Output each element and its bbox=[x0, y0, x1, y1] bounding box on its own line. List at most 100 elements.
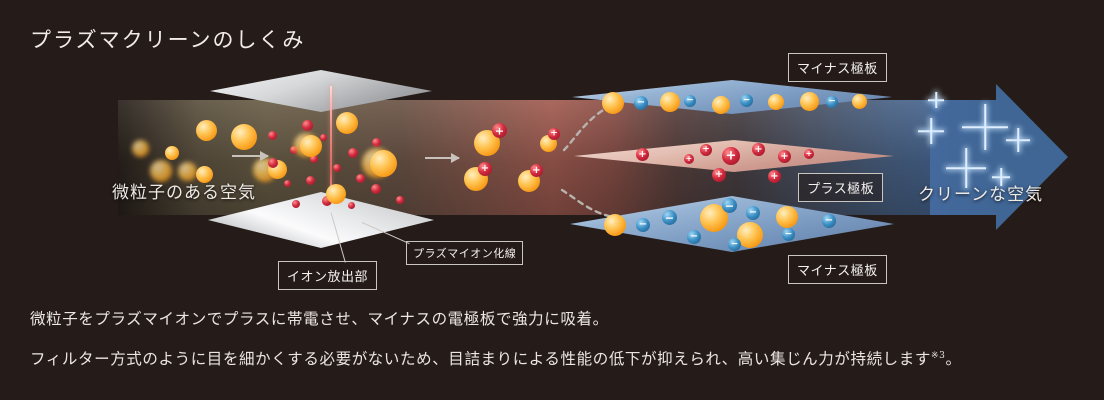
positive-ion: + bbox=[768, 170, 781, 183]
plasma-ion bbox=[322, 196, 332, 206]
caption-line-1: 微粒子をプラズマイオンでプラスに帯電させ、マイナスの電極板で強力に吸着。 bbox=[30, 310, 609, 328]
minus-sign: − bbox=[730, 239, 739, 249]
label-minus-plate-top: マイナス極板 bbox=[788, 53, 887, 82]
plasma-ion bbox=[284, 180, 291, 187]
electrode-plate-minus-top bbox=[572, 80, 892, 114]
particle bbox=[196, 120, 217, 141]
positive-ion: + bbox=[636, 148, 649, 161]
caption-line-2-end: 。 bbox=[945, 350, 962, 368]
minus-sign: − bbox=[784, 229, 793, 239]
positive-ion: + bbox=[478, 162, 492, 176]
outlet-air-label: クリーンな空気 bbox=[918, 185, 1044, 205]
plasma-ion bbox=[371, 184, 381, 194]
negative-ion: − bbox=[782, 228, 795, 241]
positive-ion: + bbox=[684, 154, 694, 164]
plasma-ion bbox=[290, 146, 298, 154]
minus-sign: − bbox=[664, 211, 675, 224]
flow-guide-curves bbox=[560, 100, 622, 220]
plasma-ion bbox=[310, 155, 318, 163]
particle bbox=[326, 184, 346, 204]
minus-sign: − bbox=[689, 231, 699, 242]
positive-ion: + bbox=[752, 143, 765, 156]
positive-ion: + bbox=[548, 128, 560, 140]
plasma-ion bbox=[320, 134, 327, 141]
captured-particle bbox=[604, 214, 626, 236]
particle bbox=[132, 140, 149, 157]
positive-ion: + bbox=[804, 149, 814, 159]
caption-line-2-main: フィルター方式のように目を細かくする必要がないため、目詰まりによる性能の低下が抑… bbox=[30, 350, 931, 368]
airflow-arrow bbox=[232, 155, 268, 157]
negative-ion: − bbox=[740, 94, 753, 107]
plasma-ion bbox=[372, 138, 381, 147]
label-minus-plate-bottom: マイナス極板 bbox=[788, 255, 887, 284]
plus-sign: + bbox=[494, 124, 505, 137]
captured-particle bbox=[776, 206, 798, 228]
minus-sign: − bbox=[724, 199, 735, 212]
negative-ion: − bbox=[822, 214, 836, 228]
particle bbox=[336, 112, 358, 134]
captured-particle bbox=[800, 92, 819, 111]
plasma-ion bbox=[306, 176, 315, 185]
inlet-air-label: 微粒子のある空気 bbox=[112, 183, 256, 203]
positive-ion: + bbox=[712, 168, 726, 182]
negative-ion: − bbox=[662, 210, 677, 225]
particle bbox=[300, 135, 322, 157]
negative-ion: − bbox=[684, 95, 696, 107]
negative-ion: − bbox=[722, 198, 737, 213]
captured-particle bbox=[737, 222, 763, 248]
plasma-ion bbox=[333, 164, 341, 172]
label-plus-plate: プラス極板 bbox=[798, 173, 884, 202]
ion-emitter-plate-top bbox=[210, 70, 432, 112]
page-title: プラズマクリーンのしくみ bbox=[30, 28, 306, 52]
minus-sign: − bbox=[742, 95, 751, 105]
plus-sign: + bbox=[714, 169, 724, 180]
minus-sign: − bbox=[636, 97, 646, 108]
plus-sign: + bbox=[725, 148, 737, 164]
plus-sign: + bbox=[685, 154, 693, 163]
plasma-ion bbox=[268, 158, 278, 168]
plus-sign: + bbox=[702, 144, 710, 155]
captured-particle bbox=[768, 94, 784, 110]
plus-sign: + bbox=[532, 164, 541, 176]
positive-ion: + bbox=[492, 123, 507, 138]
negative-ion: − bbox=[634, 96, 648, 110]
captured-particle bbox=[660, 92, 680, 112]
particle bbox=[178, 162, 197, 181]
captured-particle bbox=[712, 96, 730, 114]
captured-particle bbox=[852, 94, 867, 109]
captured-particle bbox=[602, 92, 624, 114]
plus-sign: + bbox=[638, 148, 647, 160]
caption-line-2: フィルター方式のように目を細かくする必要がないため、目詰まりによる性能の低下が抑… bbox=[30, 347, 962, 369]
plus-sign: + bbox=[480, 163, 490, 174]
negative-ion: − bbox=[826, 96, 838, 108]
footnote-marker: ※3 bbox=[930, 350, 946, 361]
plus-sign: + bbox=[550, 128, 558, 139]
plasma-ion bbox=[292, 200, 300, 208]
plasma-ion bbox=[348, 148, 358, 158]
particle bbox=[150, 160, 172, 182]
plasma-ion bbox=[268, 131, 277, 140]
negative-ion: − bbox=[687, 230, 701, 244]
positive-ion: + bbox=[530, 164, 543, 177]
plus-sign: + bbox=[770, 170, 779, 182]
positive-ion: + bbox=[722, 147, 740, 165]
particle bbox=[370, 150, 397, 177]
minus-sign: − bbox=[686, 95, 694, 106]
minus-sign: − bbox=[824, 215, 834, 226]
plus-sign: + bbox=[780, 150, 789, 162]
particle bbox=[165, 146, 179, 160]
plasma-ion bbox=[356, 174, 365, 183]
plus-sign: + bbox=[754, 143, 763, 155]
clean-air-arrow-head bbox=[996, 84, 1068, 230]
negative-ion: − bbox=[636, 218, 650, 232]
plasma-ion bbox=[348, 202, 355, 209]
negative-ion: − bbox=[728, 238, 741, 251]
negative-ion: − bbox=[746, 206, 760, 220]
clean-air-arrow-tail bbox=[930, 100, 1000, 215]
positive-ion: + bbox=[700, 144, 712, 156]
plasma-ionization-wire bbox=[330, 86, 332, 210]
label-plasma-ion-wire: プラズマイオン化線 bbox=[406, 241, 524, 265]
minus-sign: − bbox=[748, 207, 758, 218]
plasma-ion bbox=[396, 196, 404, 204]
